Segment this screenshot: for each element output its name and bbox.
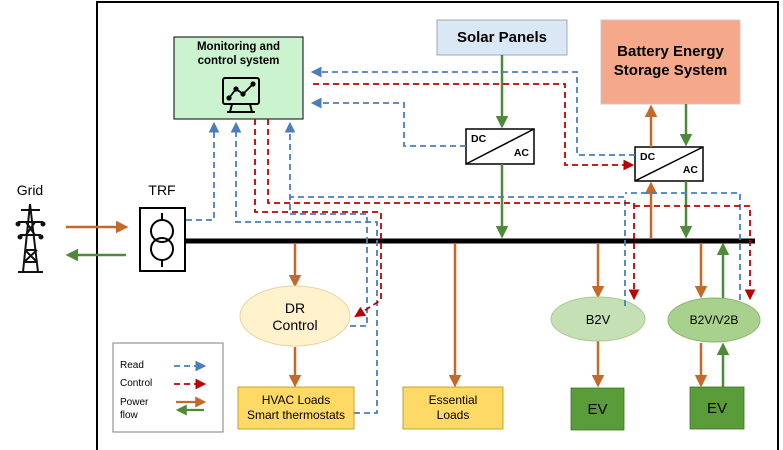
essential-loads-line1: Essential — [428, 393, 478, 407]
battery-inverter-ac: AC — [682, 164, 698, 176]
legend-read-label: Read — [120, 360, 144, 371]
solar-inverter-dc: DC — [471, 133, 487, 145]
dr-control-ellipse — [239, 285, 351, 347]
grid-label: Grid — [16, 182, 44, 198]
b2vv2b-label: B2V/V2B — [689, 313, 739, 327]
hvac-loads-line2: Smart thermostats — [246, 408, 346, 422]
ev2-label: EV — [706, 399, 727, 417]
hvac-loads-label: HVAC Loads Smart thermostats — [238, 387, 354, 429]
battery-box — [600, 19, 741, 105]
b2vv2b-ellipse — [667, 297, 761, 343]
battery-inverter-dc: DC — [640, 151, 656, 163]
read-hvac-to-monitor — [230, 121, 378, 414]
essential-loads-label: Essential Loads — [403, 387, 503, 429]
transformer-label: TRF — [148, 182, 176, 198]
read-b2v-to-monitor — [290, 196, 626, 306]
transformer-icon — [150, 213, 174, 267]
hvac-loads-box — [237, 386, 355, 430]
battery-inverter-divider — [634, 146, 704, 182]
monitoring-title: Monitoring and control system — [196, 41, 281, 67]
legend-control-label: Control — [120, 378, 153, 389]
b2v-label: B2V — [585, 311, 611, 327]
legend-power-line1: Power — [120, 397, 149, 408]
read-battery-inv-to-monitor — [310, 66, 635, 156]
battery-label: Battery Energy Storage System — [613, 43, 728, 79]
solar-inverter-ac: AC — [513, 147, 529, 159]
control-monitor-to-dr — [254, 119, 382, 318]
essential-loads-box — [402, 386, 504, 430]
grid-tower-icon — [15, 203, 46, 273]
b2v-ellipse — [550, 296, 646, 342]
solar-inverter-divider — [465, 128, 535, 165]
control-monitor-to-b2vv2b — [634, 205, 756, 301]
control-monitor-to-battery-inv — [313, 83, 635, 171]
solar-panels-label: Solar Panels — [456, 29, 548, 46]
dr-control-label: DR Control — [272, 299, 318, 334]
ev1-box — [570, 387, 625, 431]
legend-power-line2: flow — [120, 410, 138, 421]
ev1-label: EV — [587, 400, 608, 418]
monitor-chart-icon — [222, 77, 260, 113]
control-monitor-to-b2v — [267, 119, 640, 301]
read-b2vv2b-to-monitor — [625, 192, 741, 300]
ev2-box — [689, 386, 745, 430]
hvac-loads-line1: HVAC Loads — [261, 393, 331, 407]
legend-power-label: Power flow — [120, 396, 174, 422]
read-trf-to-monitor — [186, 121, 220, 221]
essential-loads-line2: Loads — [436, 408, 470, 422]
read-solar-to-monitor — [310, 97, 466, 147]
read-dr-to-monitor — [284, 121, 368, 327]
